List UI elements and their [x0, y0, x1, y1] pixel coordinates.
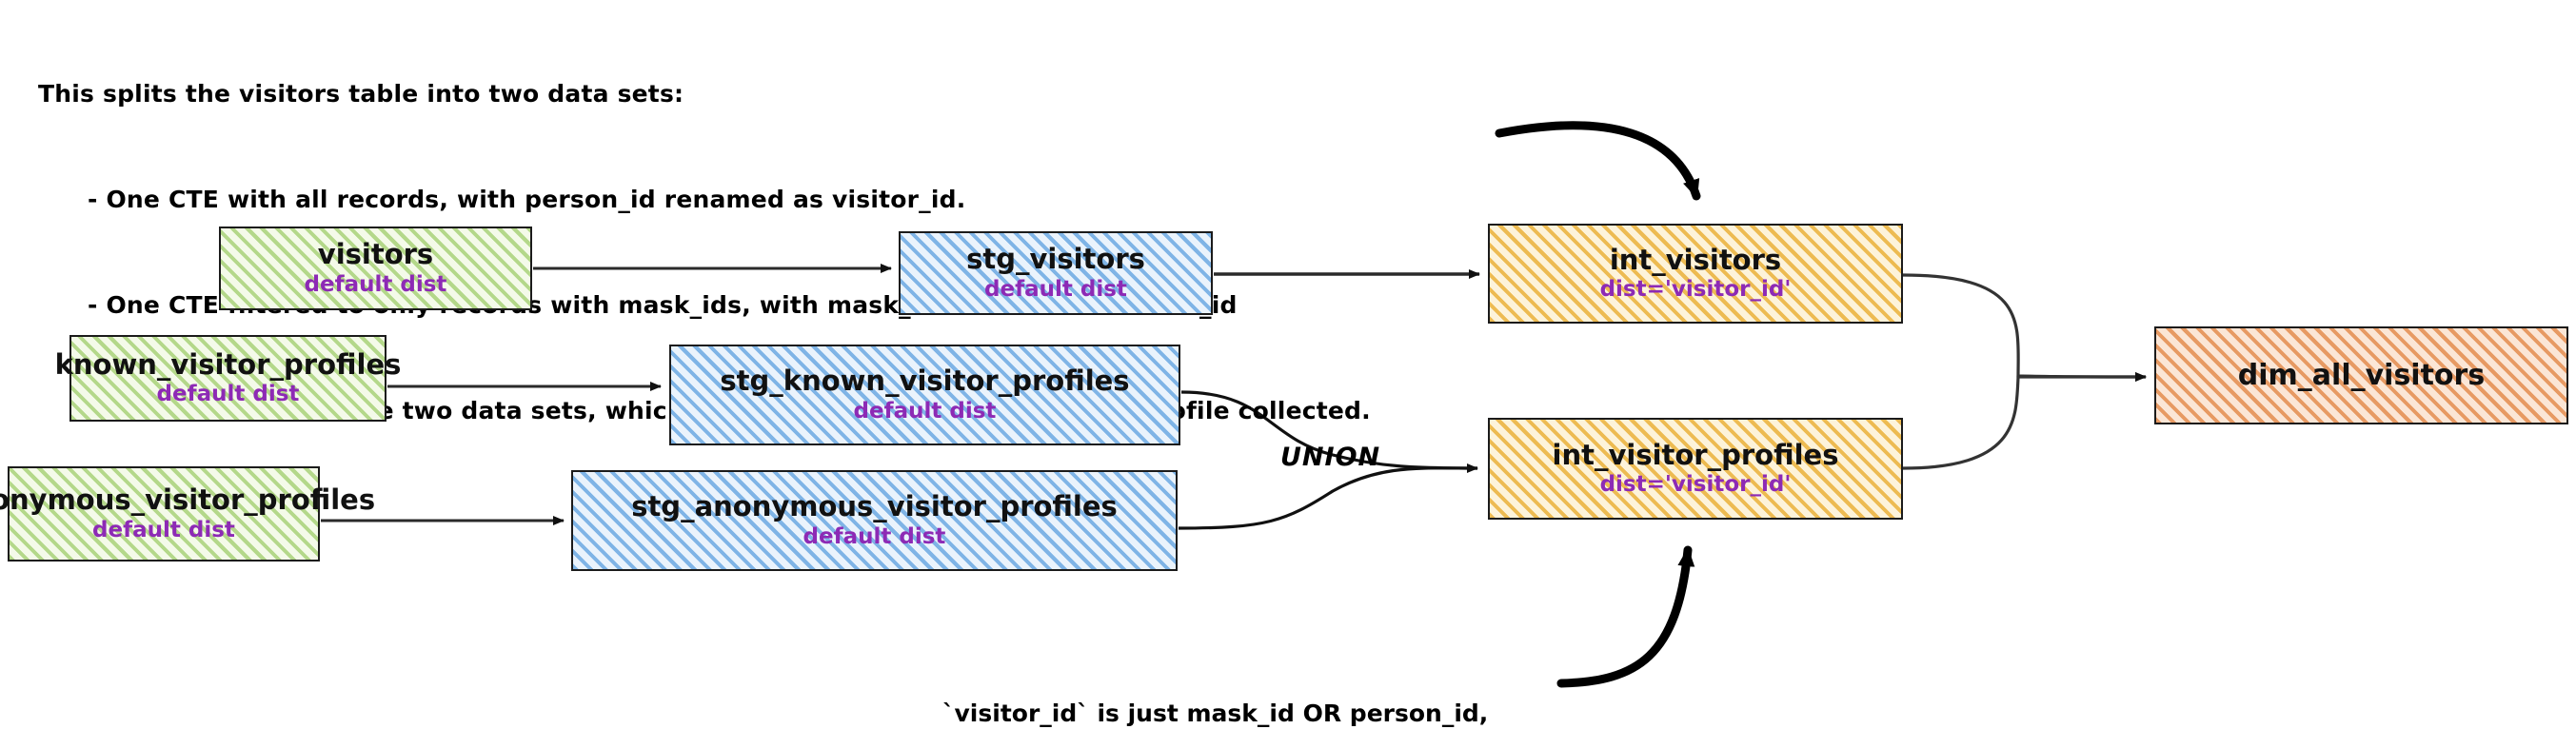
node-stg-visitors[interactable]: stg_visitors default dist: [899, 231, 1213, 315]
node-title: stg_known_visitor_profiles: [720, 365, 1130, 398]
node-subtitle: default dist: [304, 271, 447, 297]
header-line-2: - One CTE with all records, with person_…: [88, 186, 966, 213]
node-stg-known-visitor-profiles[interactable]: stg_known_visitor_profiles default dist: [669, 345, 1180, 445]
edge-int-visitor-profiles-to-dim: [1902, 372, 2147, 470]
node-dim-all-visitors[interactable]: dim_all_visitors: [2154, 326, 2568, 424]
node-subtitle: default dist: [984, 276, 1127, 302]
node-title: visitors: [317, 238, 434, 271]
node-int-visitor-profiles[interactable]: int_visitor_profiles dist='visitor_id': [1488, 418, 1903, 520]
node-title: dim_all_visitors: [2237, 358, 2486, 392]
node-stg-anonymous-visitor-profiles[interactable]: stg_anonymous_visitor_profiles default d…: [571, 470, 1178, 571]
node-title: stg_anonymous_visitor_profiles: [631, 490, 1118, 523]
node-int-visitors[interactable]: int_visitors dist='visitor_id': [1488, 224, 1903, 324]
node-known-visitor-profiles[interactable]: known_visitor_profiles default dist: [55, 335, 401, 422]
node-anonymous-visitor-profiles[interactable]: anonymous_visitor_profiles default dist: [0, 466, 375, 562]
callout-bottom-to-int-visitor-profiles: [1556, 545, 1695, 688]
union-edge-label: UNION: [1280, 443, 1381, 472]
node-title: anonymous_visitor_profiles: [0, 483, 376, 517]
node-title: stg_visitors: [966, 243, 1145, 276]
node-title: known_visitor_profiles: [54, 347, 402, 381]
edge-stg-anonymous-to-int-visitor-profiles: [1178, 466, 1478, 530]
node-subtitle: default dist: [92, 517, 235, 542]
node-subtitle: dist='visitor_id': [1599, 277, 1792, 303]
node-subtitle: dist='visitor_id': [1599, 472, 1792, 498]
node-title: int_visitors: [1609, 243, 1782, 276]
node-subtitle: default dist: [803, 523, 946, 549]
edge-int-visitors-to-dim: [1902, 273, 2147, 382]
node-visitors[interactable]: visitors default dist: [219, 227, 532, 310]
callout-header-to-int-visitors: [1495, 121, 1701, 201]
node-subtitle: default dist: [156, 382, 300, 407]
bottom-line-1: `visitor_id` is just mask_id OR person_i…: [942, 700, 1489, 727]
node-subtitle: default dist: [853, 398, 997, 424]
header-line-1: This splits the visitors table into two …: [38, 80, 684, 108]
node-title: int_visitor_profiles: [1552, 438, 1839, 471]
bottom-annotation: `visitor_id` is just mask_id OR person_i…: [942, 628, 1562, 749]
